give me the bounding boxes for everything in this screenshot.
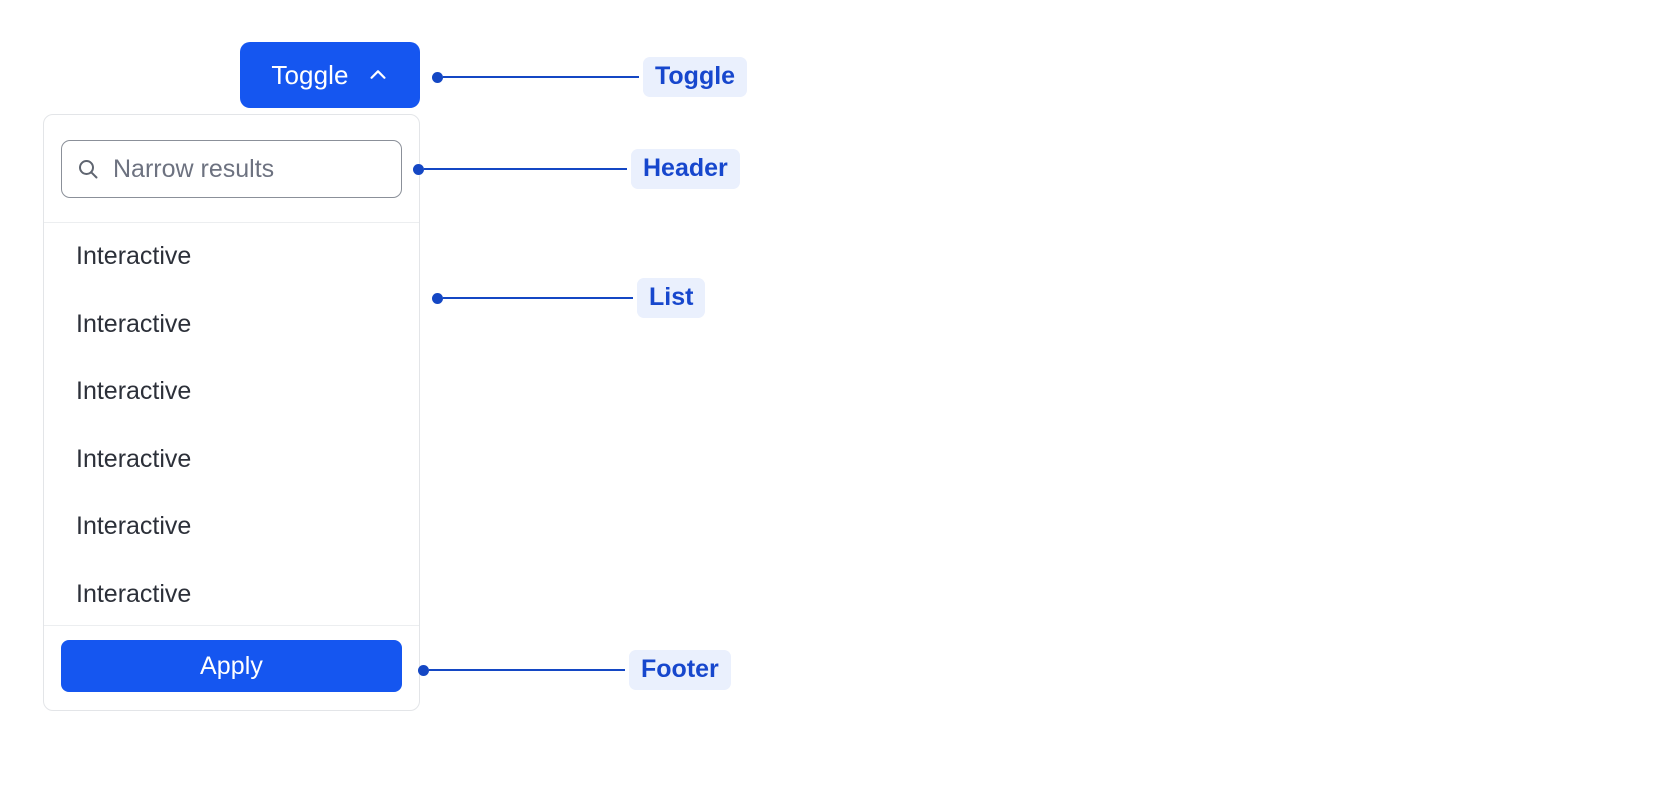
list-item[interactable]: Interactive bbox=[76, 444, 192, 473]
toggle-button-label: Toggle bbox=[271, 59, 349, 90]
annotation-label-footer: Footer bbox=[629, 650, 731, 690]
list-item[interactable]: Interactive bbox=[76, 242, 192, 271]
list-item[interactable]: Interactive bbox=[76, 377, 192, 406]
apply-button[interactable]: Apply bbox=[61, 640, 402, 692]
annotation-label-header: Header bbox=[631, 149, 740, 189]
dropdown-footer: Apply bbox=[44, 625, 419, 710]
dropdown-panel: Interactive Interactive Interactive Inte… bbox=[43, 114, 420, 711]
annotation-dot-icon bbox=[432, 71, 443, 83]
annotation-leader-line bbox=[443, 297, 633, 299]
dropdown-header bbox=[44, 115, 419, 223]
chevron-up-icon bbox=[370, 70, 386, 79]
dropdown-list[interactable]: Interactive Interactive Interactive Inte… bbox=[44, 223, 419, 625]
list-item[interactable]: Interactive bbox=[76, 579, 192, 608]
annotation-dot-icon bbox=[418, 664, 429, 676]
toggle-button[interactable]: Toggle bbox=[240, 42, 420, 108]
annotation-label-toggle: Toggle bbox=[643, 57, 748, 97]
search-box[interactable] bbox=[61, 140, 402, 198]
search-input[interactable] bbox=[113, 141, 387, 197]
list-item[interactable]: Interactive bbox=[76, 512, 192, 541]
annotation-leader-line bbox=[424, 168, 627, 170]
annotation-leader-line bbox=[443, 76, 639, 78]
search-icon bbox=[79, 160, 98, 179]
annotation-dot-icon bbox=[432, 292, 443, 304]
list-item[interactable]: Interactive bbox=[76, 309, 192, 338]
annotation-leader-line bbox=[429, 669, 625, 671]
annotation-dot-icon bbox=[413, 163, 424, 175]
annotation-label-list: List bbox=[637, 278, 706, 318]
